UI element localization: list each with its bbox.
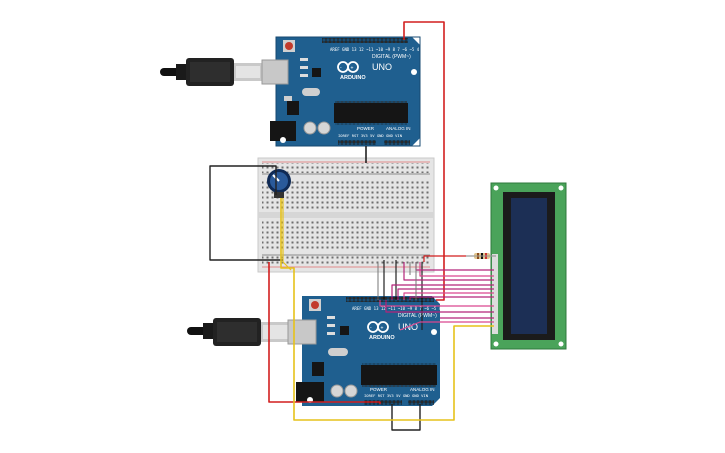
- analog-label: ANALOG IN: [386, 126, 411, 131]
- arduino-logo-text: ARDUINO: [369, 335, 395, 341]
- wire-magenta: [397, 288, 494, 300]
- wire-red: [403, 21, 445, 301]
- analog-label: ANALOG IN: [410, 387, 435, 392]
- wire-black: [391, 404, 421, 431]
- svg-text:AREF GND 13 12 ~11 ~10 ~9 8 7: AREF GND 13 12 ~11 ~10 ~9 8 7 ~6 ~5 4 ~3…: [352, 306, 473, 311]
- wire-yellow: [280, 198, 494, 421]
- wire-magenta: [409, 296, 494, 300]
- arduino-uno-bottom[interactable]: AREF GND 13 12 ~11 ~10 ~9 8 7 ~6 ~5 4 ~3…: [287, 296, 473, 406]
- wire-pink: [419, 262, 494, 277]
- svg-text:+: +: [381, 325, 384, 331]
- wires: [209, 21, 494, 431]
- wire-pink: [379, 300, 494, 307]
- svg-text:+: +: [351, 65, 354, 71]
- arduino-logo-icon: - +: [367, 321, 389, 333]
- potentiometer-icon[interactable]: [267, 169, 291, 198]
- svg-text:IOREF RST 3V3 5V GND GND VIN: IOREF RST 3V3 5V GND GND VIN: [364, 393, 429, 398]
- wire-red: [423, 255, 466, 262]
- wire-pink: [403, 292, 494, 300]
- svg-text:-: -: [340, 65, 342, 71]
- svg-text:IOREF RST 3V3 5V GND GND VIN: IOREF RST 3V3 5V GND GND VIN: [338, 133, 403, 138]
- lcd-16x2-module[interactable]: [490, 182, 567, 350]
- wire-red: [268, 262, 381, 404]
- lcd-pin-header: [492, 254, 498, 334]
- svg-text:-: -: [370, 325, 372, 331]
- arduino-model-text: UNO: [372, 62, 392, 72]
- wire-magenta: [403, 262, 494, 281]
- svg-text:AREF GND 13 12 ~11 ~10 ~9 8 7: AREF GND 13 12 ~11 ~10 ~9 8 7 ~6 ~5 4 ~3…: [330, 47, 451, 52]
- wire-yellow: [282, 198, 292, 271]
- digital-label: DIGITAL (PWM~): [398, 313, 437, 319]
- power-label: POWER: [357, 126, 375, 131]
- digital-label: DIGITAL (PWM~): [372, 54, 411, 60]
- usb-cable-icon: [160, 58, 262, 86]
- lcd-screen: [511, 198, 547, 334]
- wire-magenta: [391, 284, 494, 300]
- arduino-logo-text: ARDUINO: [340, 75, 366, 81]
- wire-black: [209, 165, 283, 261]
- usb-cable-icon: [187, 318, 291, 346]
- arduino-uno-top[interactable]: AREF GND 13 12 ~11 ~10 ~9 8 7 ~6 ~5 4 ~3…: [261, 36, 451, 147]
- wire-pink: [399, 321, 494, 331]
- wire-magenta: [385, 300, 494, 313]
- arduino-logo-icon: - +: [337, 61, 359, 73]
- power-label: POWER: [370, 387, 388, 392]
